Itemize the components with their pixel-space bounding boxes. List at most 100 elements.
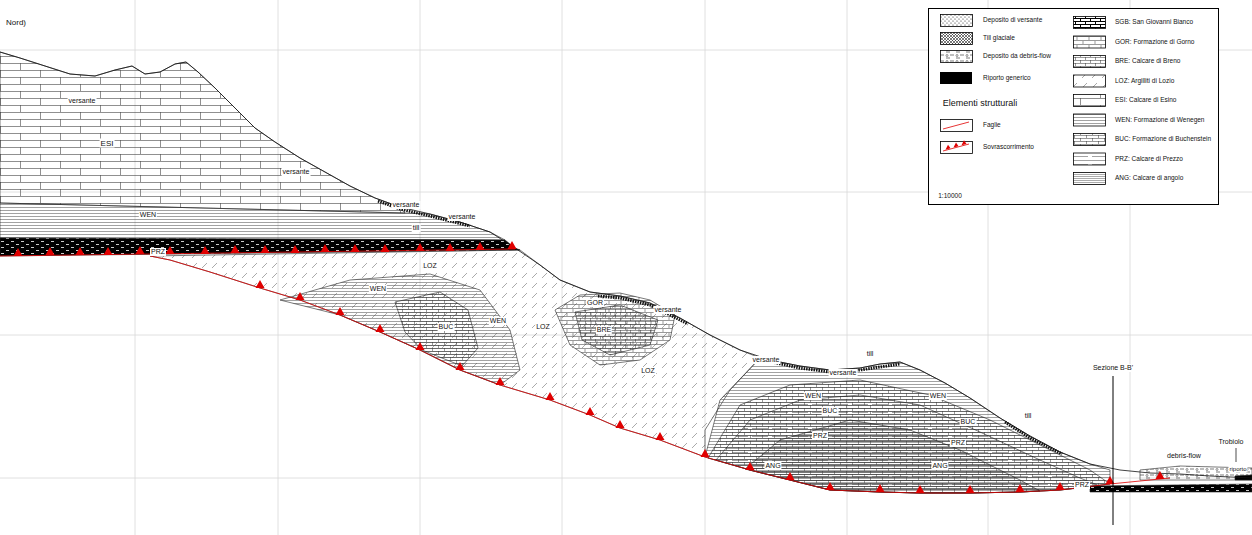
legend-text: LOZ: Argilliti di Lozio xyxy=(1115,77,1174,85)
legend-sample xyxy=(1074,95,1106,107)
formation-label: GOR xyxy=(586,299,604,307)
thrust-tooth xyxy=(456,362,465,370)
legend-sample xyxy=(1074,36,1106,48)
formation-label: till xyxy=(412,224,421,232)
thrust-tooth xyxy=(76,247,85,255)
formation-label: LOZ xyxy=(640,367,656,375)
formation-label: till xyxy=(866,350,875,358)
thrust-tooth xyxy=(826,482,835,490)
thrust-tooth xyxy=(746,462,755,470)
legend-text: ESI: Calcare di Esino xyxy=(1115,96,1176,104)
legend-sample xyxy=(1074,173,1106,185)
formation-label: PRZ xyxy=(812,432,828,440)
thrust-tooth xyxy=(786,472,795,480)
formation-label: WEN xyxy=(929,392,947,400)
formation-label: PRZ xyxy=(1074,481,1090,489)
legend-thrust-tooth xyxy=(946,145,951,150)
section-title: Nord) xyxy=(5,18,27,27)
legend-heading: Elementi strutturali xyxy=(942,98,1019,108)
formation-label: till xyxy=(1024,412,1033,420)
formation-label: PRZ xyxy=(150,248,166,256)
thrust-tooth xyxy=(616,420,625,428)
legend-text: ANG: Calcare di angolo xyxy=(1115,174,1183,182)
thrust-tooth xyxy=(416,243,425,251)
formation-label: versante xyxy=(829,369,858,377)
leader-line xyxy=(1236,448,1237,462)
thrust-teeth xyxy=(14,241,1165,493)
formation-label: BUC xyxy=(822,407,839,415)
formation-label: versante xyxy=(282,168,311,176)
formation-label: riporto xyxy=(1228,466,1247,473)
thrust-tooth xyxy=(291,245,300,253)
legend-sample xyxy=(941,15,973,27)
thrust-tooth xyxy=(508,241,517,249)
formation-label: BUC xyxy=(438,323,455,331)
legend-text: PRZ: Calcare di Prezzo xyxy=(1115,155,1183,163)
surface-deposits xyxy=(378,201,1062,454)
legend-text: BRE: Calcare di Breno xyxy=(1115,57,1180,65)
formation-label: ESI xyxy=(100,139,115,148)
legend-text: BUC: Formazione di Buchenstein xyxy=(1115,135,1211,143)
thrust-tooth xyxy=(201,246,210,254)
legend-text: GOR: Formazione di Gorno xyxy=(1115,38,1194,46)
legend-sample xyxy=(941,142,973,154)
section-line xyxy=(1113,376,1114,525)
legend-text: Riporto generico xyxy=(983,74,1031,82)
legend-text: WEN: Formazione di Wenegen xyxy=(1115,116,1204,124)
legend-sample xyxy=(941,120,973,132)
formation-label: LOZ xyxy=(535,323,551,331)
formation-label: BRE xyxy=(596,326,612,334)
legend-samples xyxy=(941,15,1106,185)
legend-text: Deposito da debris-flow xyxy=(983,52,1051,60)
legend-frame xyxy=(929,9,1219,205)
thrust-tooth xyxy=(351,244,360,252)
legend-thrust-tooth xyxy=(962,140,967,145)
formation-label: LOZ xyxy=(422,262,438,270)
thrust-tooth xyxy=(136,246,145,254)
legend-sample xyxy=(1074,56,1106,68)
legend-sample xyxy=(1074,134,1106,146)
legend-text: SGB: San Giovanni Bianco xyxy=(1115,18,1193,26)
thrust-tooth xyxy=(256,280,265,288)
thrust-tooth xyxy=(656,432,665,440)
thrust-tooth xyxy=(546,392,555,400)
legend-sample xyxy=(941,51,973,63)
legend-sample xyxy=(1074,114,1106,126)
legend-sample xyxy=(1074,153,1106,165)
formation-label: WEN xyxy=(489,317,507,325)
formation-label: BUC xyxy=(960,418,977,426)
formation-label: WEN xyxy=(804,392,822,400)
thrust-lines xyxy=(0,249,1170,493)
formation-label: debris-flow xyxy=(1166,452,1202,460)
legend-text: Faglie xyxy=(983,121,1001,129)
thrust-tooth xyxy=(416,342,425,350)
scale-text: 1:10000 xyxy=(937,192,963,200)
place-name: Trobiolo xyxy=(1217,438,1244,446)
legend-text: Deposito di versante xyxy=(983,16,1042,24)
formation-label: versante xyxy=(654,306,683,314)
thrust-tooth xyxy=(1156,471,1165,479)
thrust-tooth xyxy=(916,485,925,493)
formation-label: versante xyxy=(752,356,781,364)
thrust-tooth xyxy=(14,248,23,256)
thrust-tooth xyxy=(876,484,885,492)
formation-label: versante xyxy=(392,201,421,209)
thrust-tooth xyxy=(381,244,390,252)
thrust-tooth xyxy=(166,246,175,254)
thrust-tooth xyxy=(46,247,55,255)
thrust-tooth xyxy=(446,243,455,251)
legend-swatch xyxy=(940,72,972,84)
formation-label: WEN xyxy=(139,211,157,219)
legend-sample xyxy=(1074,17,1106,29)
section-name: Sezione B-B' xyxy=(1092,364,1134,372)
thrust-tooth xyxy=(104,247,113,255)
thrust-tooth xyxy=(476,242,485,250)
formation-label: WEN xyxy=(369,285,387,293)
legend-thrust-tooth xyxy=(954,143,959,148)
thrust-tooth xyxy=(336,307,345,315)
thrust-tooth xyxy=(321,244,330,252)
thrust-tooth xyxy=(261,245,270,253)
thrust-tooth xyxy=(231,245,240,253)
